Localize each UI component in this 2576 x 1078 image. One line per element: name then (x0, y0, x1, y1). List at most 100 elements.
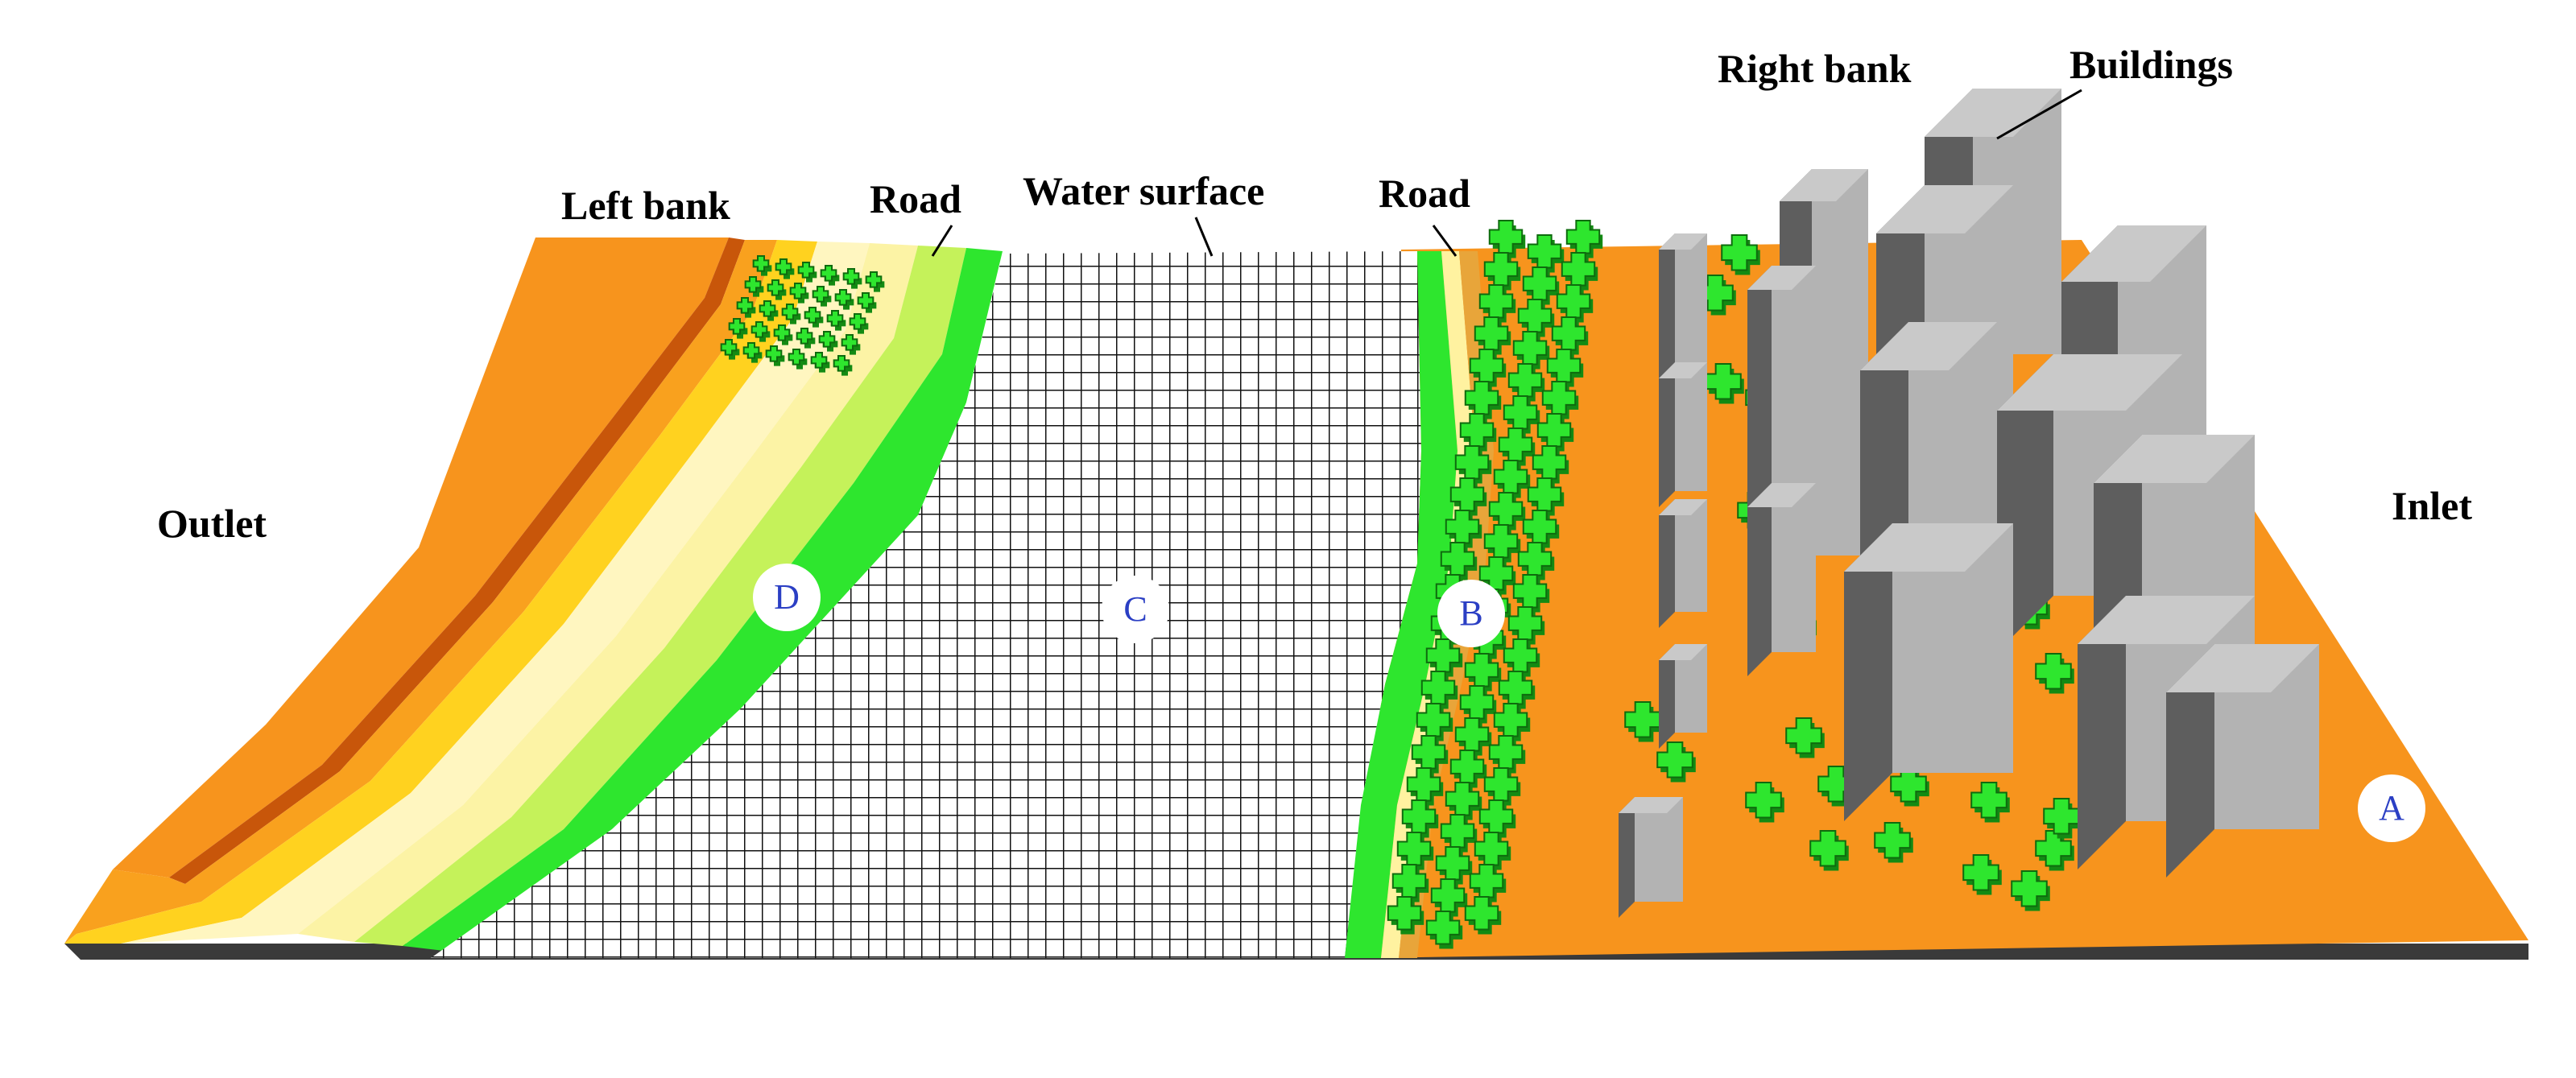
tree (1420, 671, 1458, 709)
tree (796, 328, 816, 349)
building (1844, 523, 2013, 821)
tree (1406, 767, 1444, 806)
tree (1478, 556, 1516, 595)
building (2094, 435, 2255, 660)
tree (1527, 477, 1565, 516)
building (1659, 233, 1707, 394)
tree (1503, 638, 1540, 677)
tree (2043, 798, 2082, 839)
tree (1425, 911, 1463, 949)
tree (1425, 638, 1463, 677)
label-right-bank: Right bank (1718, 46, 1912, 91)
tree (1396, 832, 1434, 870)
tree (1512, 574, 1550, 613)
tree (1507, 606, 1545, 645)
leader-buildings (1996, 89, 2082, 140)
tree (1809, 830, 1849, 871)
label-outlet: Outlet (157, 501, 267, 546)
tree (1561, 252, 1598, 291)
buildings-layer (1619, 89, 2319, 918)
tree (1483, 524, 1521, 563)
tree (765, 345, 785, 366)
left-bank-ground (113, 237, 729, 878)
tree (1440, 814, 1478, 853)
tree (1565, 220, 1603, 258)
tree (1556, 284, 1594, 323)
tree (1536, 413, 1574, 452)
leader-road-right (1432, 225, 1458, 257)
tree (1474, 832, 1511, 870)
tree (1445, 510, 1482, 548)
tree (752, 255, 772, 276)
tree (1459, 413, 1497, 452)
tree (841, 334, 861, 355)
building (1619, 797, 1683, 918)
building (1659, 499, 1707, 628)
building (2166, 644, 2319, 878)
tree (1445, 782, 1482, 820)
marker-c: C (1102, 576, 1169, 643)
tree (1478, 284, 1516, 323)
tree (1493, 460, 1531, 498)
tree (1464, 896, 1502, 935)
tree (1522, 510, 1560, 548)
tree (728, 318, 748, 339)
tree (1483, 767, 1521, 806)
label-water-surface: Water surface (1023, 168, 1265, 213)
tree (750, 321, 771, 342)
tree (1503, 395, 1540, 434)
tree (1478, 799, 1516, 838)
leader-road-left (931, 225, 953, 257)
tree (1469, 349, 1507, 387)
tree (810, 352, 830, 373)
marker-a: A (2358, 774, 2425, 842)
tree (742, 342, 763, 363)
tree (1721, 234, 1760, 275)
tree (1391, 864, 1429, 902)
tree (1785, 717, 1825, 758)
left-bank-band-lime (354, 246, 966, 946)
tree (773, 324, 793, 345)
tree (1527, 234, 1565, 273)
tree (1474, 316, 1511, 355)
tree (826, 310, 846, 331)
tree (834, 289, 854, 310)
tree (1469, 864, 1507, 902)
tree (736, 297, 756, 318)
tree (1656, 741, 1696, 783)
tree (744, 276, 764, 297)
tree (1435, 846, 1473, 885)
building (1659, 644, 1707, 749)
tree (2035, 830, 2074, 871)
label-inlet: Inlet (2392, 483, 2472, 528)
label-road-right: Road (1379, 171, 1470, 216)
building (1659, 362, 1707, 507)
tree (1483, 252, 1521, 291)
tree (804, 307, 824, 328)
tree (2011, 870, 2050, 911)
tree (789, 283, 809, 304)
tree (1454, 717, 1492, 756)
tree (1464, 381, 1502, 419)
marker-b: B (1437, 580, 1505, 647)
tree (1624, 701, 1664, 742)
building (1747, 483, 1816, 676)
tree (1464, 653, 1502, 692)
tree (812, 286, 832, 307)
tree (775, 258, 795, 279)
tree (1493, 703, 1531, 741)
tree (781, 304, 801, 324)
label-road-left: Road (870, 176, 961, 221)
tree (1890, 766, 1929, 807)
tree (1454, 445, 1492, 484)
tree (1517, 299, 1555, 337)
tree (1387, 896, 1424, 935)
tree (1498, 427, 1536, 466)
tree (720, 339, 740, 360)
tree (1449, 477, 1487, 516)
tree (1488, 735, 1526, 774)
tree (1517, 542, 1555, 580)
tree (1488, 220, 1526, 258)
tree (857, 292, 877, 313)
